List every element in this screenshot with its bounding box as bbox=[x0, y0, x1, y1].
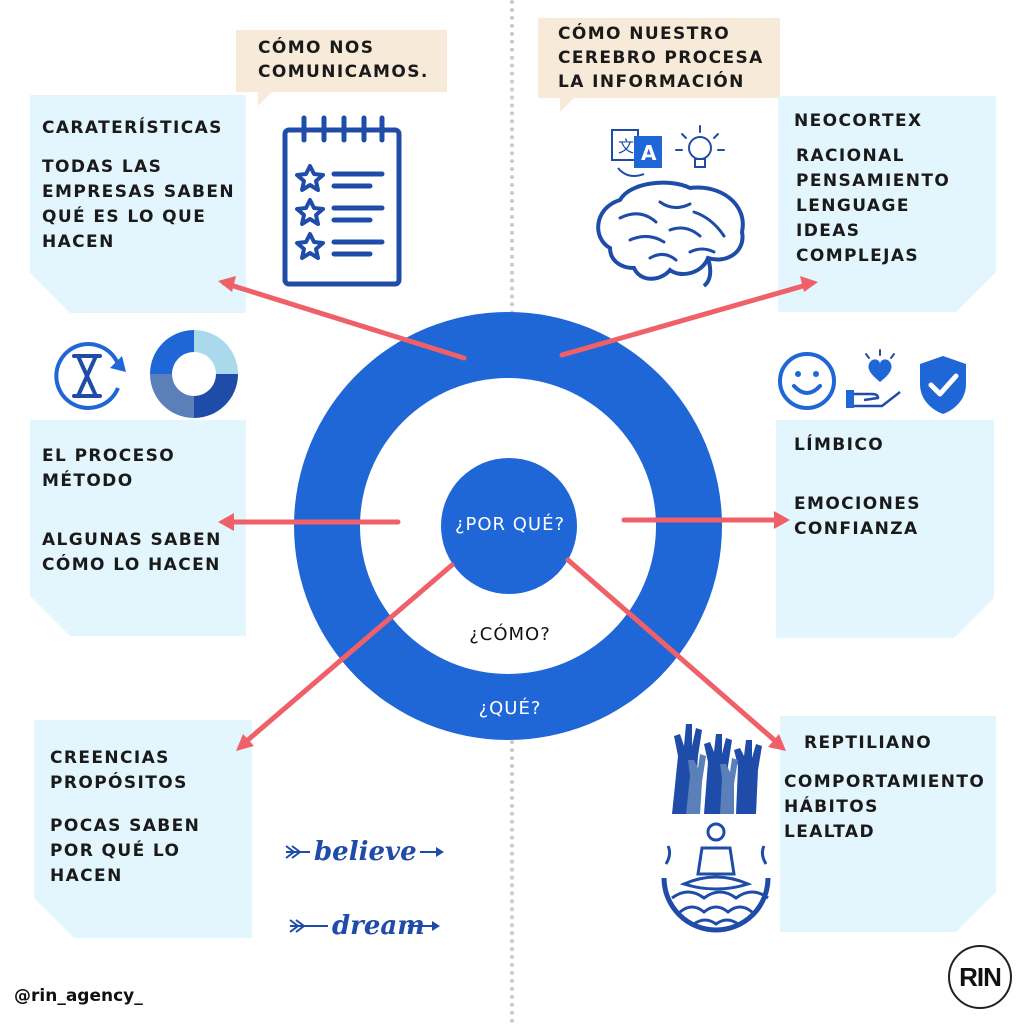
arrowhead-limbic bbox=[774, 511, 790, 529]
tag-line: LA INFORMACIÓN bbox=[558, 72, 745, 92]
card-why-text: CREENCIAS PROPÓSITOS POCAS SABEN POR QUÉ… bbox=[50, 746, 200, 889]
card-neocortex-heading: NEOCORTEX bbox=[794, 111, 923, 131]
card-neocortex-line: LENGUAGE bbox=[796, 196, 910, 216]
card-why-heading: CREENCIAS bbox=[50, 748, 170, 768]
label-how: ¿CÓMO? bbox=[469, 624, 551, 645]
card-reptilian-line: COMPORTAMIENTO bbox=[784, 772, 986, 792]
arrow-to-reptilian bbox=[565, 557, 783, 748]
card-how-line: CÓMO LO HACEN bbox=[42, 555, 221, 575]
card-neocortex-line: PENSAMIENTO bbox=[796, 171, 951, 191]
tag-line: CÓMO NOS bbox=[258, 38, 375, 58]
tag-line: COMUNICAMOS. bbox=[258, 62, 429, 82]
script-word-dream: dream bbox=[332, 911, 425, 941]
script-word-believe: believe bbox=[314, 837, 417, 867]
tag-line: CÓMO NUESTRO bbox=[558, 24, 731, 44]
tag-how-we-communicate: CÓMO NOS COMUNICAMOS. bbox=[236, 30, 447, 106]
raised-hands-icon bbox=[672, 724, 762, 814]
brain-icon bbox=[596, 180, 745, 288]
arrow-to-what bbox=[221, 280, 467, 361]
card-limbic-heading: LÍMBICO bbox=[794, 435, 885, 455]
label-why: ¿POR QUÉ? bbox=[454, 514, 566, 535]
card-why-line: POCAS SABEN bbox=[50, 816, 201, 836]
card-neocortex bbox=[778, 96, 996, 312]
inner-circle-why bbox=[441, 458, 577, 594]
card-how-heading: EL PROCESO bbox=[42, 446, 176, 466]
card-limbic-text: LÍMBICO EMOCIONES CONFIANZA bbox=[794, 433, 921, 542]
card-limbic-line: EMOCIONES bbox=[794, 494, 921, 514]
card-what-line: TODAS LAS bbox=[42, 157, 163, 177]
card-what-line: QUÉ ES LO QUE bbox=[42, 207, 207, 227]
card-why-heading: PROPÓSITOS bbox=[50, 773, 188, 793]
smiley-icon bbox=[778, 352, 836, 410]
arrowhead-neocortex bbox=[800, 276, 818, 292]
card-neocortex-line: COMPLEJAS bbox=[796, 246, 920, 266]
arrowhead-reptilian bbox=[768, 734, 786, 751]
footer-handle: @rin_agency_ bbox=[14, 986, 143, 1006]
arrowhead-why bbox=[236, 734, 254, 751]
arrowhead-what bbox=[218, 276, 236, 292]
meditation-icon bbox=[661, 822, 771, 933]
card-what bbox=[30, 95, 246, 313]
card-why-line: HACEN bbox=[50, 866, 123, 886]
card-limbic-line: CONFIANZA bbox=[794, 519, 919, 539]
believe-arrow-icon: believe bbox=[285, 836, 444, 867]
dream-arrow-icon: dream bbox=[289, 910, 440, 941]
card-what-heading: CARATERÍSTICAS bbox=[42, 118, 223, 138]
hourglass-refresh-icon bbox=[54, 342, 126, 410]
arrow-to-neocortex bbox=[559, 281, 813, 358]
lightbulb-icon bbox=[675, 125, 725, 168]
translate-icon: 文 A bbox=[611, 129, 662, 177]
svg-text:文: 文 bbox=[618, 137, 634, 156]
label-what: ¿QUÉ? bbox=[478, 698, 542, 719]
card-how-line: ALGUNAS SABEN bbox=[42, 530, 222, 550]
rin-logo: RIN bbox=[948, 945, 1012, 1009]
card-reptilian-text: REPTILIANO COMPORTAMIENTO HÁBITOS LEALTA… bbox=[784, 731, 985, 845]
card-reptilian-line: LEALTAD bbox=[784, 822, 875, 842]
arrowhead-how bbox=[218, 513, 234, 531]
card-reptilian-line: HÁBITOS bbox=[784, 797, 879, 817]
card-how-heading: MÉTODO bbox=[42, 471, 134, 491]
heart-hand-icon bbox=[846, 349, 901, 408]
tag-line: CEREBRO PROCESA bbox=[558, 48, 764, 68]
card-how-text: EL PROCESO MÉTODO ALGUNAS SABEN CÓMO LO … bbox=[42, 444, 222, 578]
cycle-arrows-icon bbox=[150, 330, 238, 418]
card-why-line: POR QUÉ LO bbox=[50, 841, 181, 861]
card-limbic bbox=[776, 420, 994, 638]
arrow-to-why bbox=[239, 562, 455, 748]
card-neocortex-line: RACIONAL bbox=[796, 146, 905, 166]
card-neocortex-text: NEOCORTEX RACIONAL PENSAMIENTO LENGUAGE … bbox=[794, 109, 950, 269]
shield-check-icon bbox=[920, 356, 966, 414]
card-what-line: HACEN bbox=[42, 232, 115, 252]
card-reptilian-heading: REPTILIANO bbox=[804, 733, 933, 753]
svg-text:A: A bbox=[641, 141, 657, 165]
card-what-line: EMPRESAS SABEN bbox=[42, 182, 236, 202]
card-how bbox=[30, 420, 246, 636]
card-reptilian bbox=[780, 716, 996, 932]
card-neocortex-line: IDEAS bbox=[796, 221, 861, 241]
card-what-text: CARATERÍSTICAS TODAS LAS EMPRESAS SABEN … bbox=[42, 116, 235, 255]
tag-brain-processes: CÓMO NUESTRO CEREBRO PROCESA LA INFORMAC… bbox=[538, 18, 780, 112]
checklist-stars-icon bbox=[282, 115, 402, 287]
card-why bbox=[34, 720, 252, 938]
